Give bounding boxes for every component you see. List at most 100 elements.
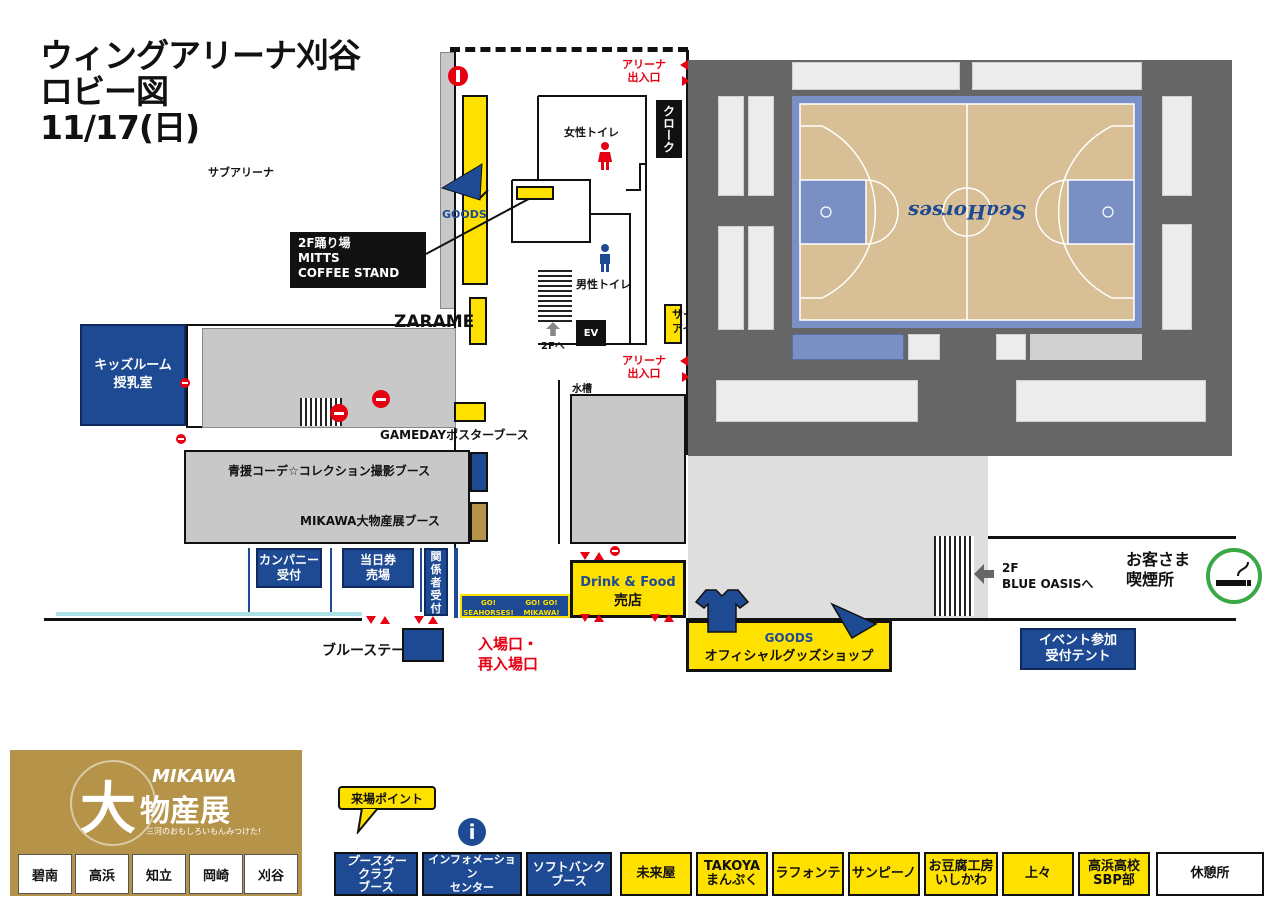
basketball-court: [792, 96, 1142, 328]
legend-softbank: ソフトバンク ブース: [526, 852, 612, 896]
mitts-pointer-line: [425, 193, 539, 255]
divider: [454, 548, 458, 618]
food-name-sub: SBP部: [1093, 873, 1135, 888]
blue-oasis-line1: 2F: [1002, 561, 1019, 575]
gameday-booth: [454, 402, 486, 422]
arena-entrance-top-line2: 出入口: [627, 71, 661, 84]
seat-block: [792, 62, 960, 90]
seat-block: [908, 334, 940, 360]
info-icon: i: [458, 818, 486, 846]
food-name-sub: いしかわ: [934, 873, 987, 888]
booster-line3: ブース: [358, 879, 394, 894]
divider: [330, 548, 332, 612]
blue-oasis-label: 2F BLUE OASISへ: [1002, 560, 1093, 592]
legend-info-center: インフォメーション センター: [422, 852, 522, 896]
zarame-booth: [469, 297, 487, 345]
smoking-line2: 喫煙所: [1126, 570, 1175, 589]
wall: [558, 380, 560, 544]
title-line2: ロビー図: [40, 72, 169, 111]
coord-booth: [470, 452, 488, 492]
water-tank-area: [570, 394, 686, 544]
no-entry-top-icon: [448, 66, 468, 86]
goods-official-line2: オフィシャルグッズショップ: [704, 649, 874, 664]
drink-food-line1: Drink & Food: [580, 575, 676, 590]
booster-line2: クラブ: [357, 866, 394, 881]
drink-food-shop: Drink & Food 売店: [570, 560, 686, 618]
food-name: ラフォンテ: [775, 866, 841, 881]
stairs-2f: [538, 268, 572, 322]
logo-circle: [70, 760, 156, 846]
cheer-banner: GO! SEAHORSES! GO! GO! MIKAWA!: [460, 594, 570, 618]
city-cell: 刈谷: [244, 854, 298, 894]
entrance-line2: 再入場口: [478, 655, 539, 673]
goods-small-label: GOODS: [442, 208, 487, 221]
wall: [44, 618, 362, 621]
tshirt-icon: [694, 589, 750, 633]
legend-food-6: 高浜高校 SBP部: [1078, 852, 1150, 896]
arrow-right-icon: [682, 372, 690, 382]
company-reception: カンパニー 受付: [256, 548, 322, 588]
gameday-label: GAMEDAYポスターブース: [380, 428, 529, 442]
seat-block: [1162, 224, 1192, 330]
legend-food-2: ラフォンテ: [772, 852, 844, 896]
top-dashed-wall: [450, 47, 688, 52]
female-icon: [598, 142, 612, 170]
staff-char: 者: [430, 575, 442, 589]
banner-seahorses: GO! SEAHORSES!: [463, 599, 514, 617]
divider: [420, 548, 422, 612]
legend-food-3: サンピーノ: [848, 852, 920, 896]
water-line: [56, 612, 362, 616]
seat-block: [972, 62, 1142, 90]
city-cell: 知立: [132, 854, 186, 894]
blue-oasis-line2: BLUE OASISへ: [1002, 577, 1094, 591]
dance-floor-line2: MITTS: [298, 251, 340, 265]
arena-entrance-mid-line2: 出入口: [627, 367, 661, 380]
event-tent: イベント参加 受付テント: [1020, 628, 1136, 670]
city-cell: 碧南: [18, 854, 72, 894]
booster-line1: ブースター: [346, 853, 406, 868]
legend-food-1: TAKOYA まんぷく: [696, 852, 768, 896]
arrow-up-icon: [380, 616, 390, 624]
wall: [988, 536, 1236, 539]
goods-flag-icon: [440, 163, 489, 201]
seat-block: [718, 226, 744, 330]
dance-floor-line3: COFFEE STAND: [298, 266, 400, 280]
info-line1: インフォメーション: [428, 853, 516, 880]
banner-mikawa: GO! GO! MIKAWA!: [523, 599, 560, 617]
seat-block: [1162, 96, 1192, 196]
company-line2: 受付: [276, 568, 301, 582]
entrance-label: 入場口・ 再入場口: [478, 634, 538, 674]
blue-stage: [402, 628, 444, 662]
divider: [248, 548, 250, 612]
entrance-line1: 入場口・: [478, 635, 539, 653]
stairs-blue-oasis: [934, 536, 974, 616]
softbank-line1: ソフトバンク: [532, 860, 606, 874]
no-entry-icon: [330, 404, 348, 422]
arena-entrance-top: アリーナ 出入口: [622, 58, 666, 84]
food-name: TAKOYA: [703, 859, 761, 874]
blue-stage-label: ブルーステージ: [322, 643, 420, 659]
smoking-icon: [1206, 548, 1262, 604]
staff-char: 受: [430, 588, 442, 602]
arrow-down-icon: [580, 614, 590, 622]
no-entry-icon: [372, 390, 390, 408]
arrow-down-icon: [414, 616, 424, 624]
court-logo: SeaHorses: [907, 200, 1026, 224]
logo-tagline: 三河のおもしろいもんみつけた!: [146, 827, 262, 836]
seat-block: [748, 96, 774, 196]
legend-food-5: 上々: [1002, 852, 1074, 896]
arena-entrance-mid: アリーナ 出入口: [622, 354, 666, 380]
seat-block: [748, 226, 774, 330]
cloak: クローク: [656, 100, 682, 158]
arrow-up-icon: [428, 616, 438, 624]
rest-label: 休憩所: [1190, 866, 1230, 881]
mitts-coffee-label: 2F踊り場 MITTS COFFEE STAND: [290, 232, 426, 288]
staff-char: 係: [430, 562, 442, 576]
sameday-line1: 当日券: [359, 553, 396, 567]
seat-block: [718, 96, 744, 196]
legend-food-0: 未来屋: [620, 852, 692, 896]
stairs-2f-label: 2Fへ: [541, 341, 565, 352]
food-name: 未来屋: [636, 866, 676, 881]
seat-block: [996, 334, 1026, 360]
arrow-up-icon: [594, 614, 604, 622]
